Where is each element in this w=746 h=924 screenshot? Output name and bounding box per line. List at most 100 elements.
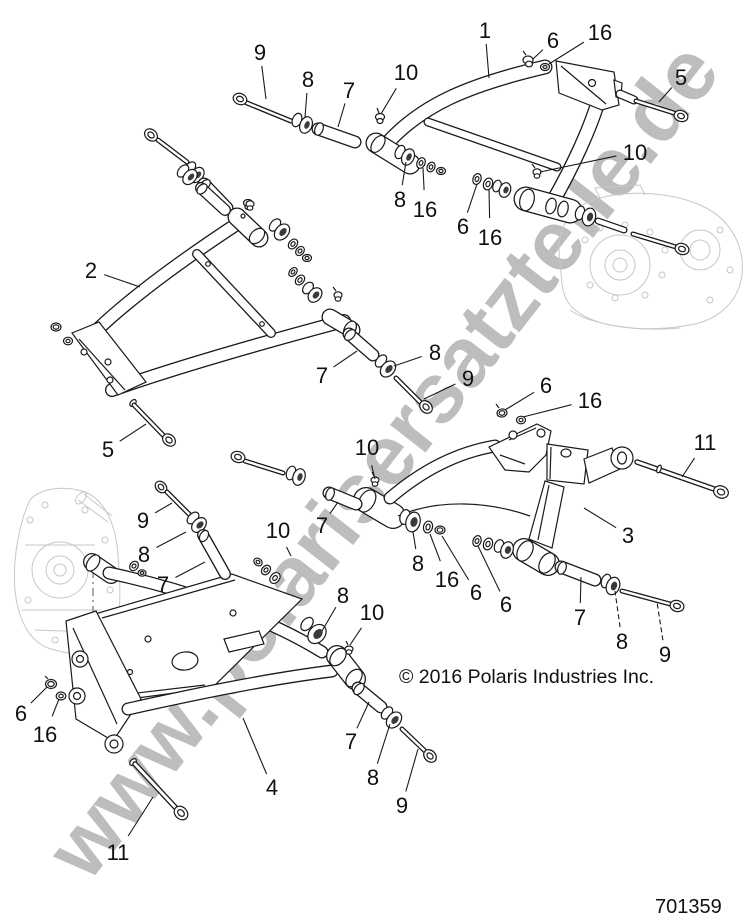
callout-leader xyxy=(321,606,337,632)
callout-9: 9 xyxy=(462,366,474,391)
callout-16: 16 xyxy=(413,197,437,222)
control-arm-3-rear-lower xyxy=(353,423,634,576)
callout-leader xyxy=(337,103,346,128)
part-number: 701359 xyxy=(655,896,722,918)
callout-6: 6 xyxy=(500,592,512,617)
callout-6: 6 xyxy=(547,28,559,53)
callout-leader xyxy=(539,155,617,173)
callout-leader xyxy=(488,188,491,219)
callout-leader xyxy=(242,717,268,775)
callout-2: 2 xyxy=(85,258,97,283)
callout-leader xyxy=(333,350,358,368)
callout-leader xyxy=(583,507,617,529)
callout-8: 8 xyxy=(412,551,424,576)
callout-16: 16 xyxy=(33,722,57,747)
callout-leader xyxy=(656,601,664,641)
callout-leader xyxy=(393,355,422,367)
control-arm-2-upper-front xyxy=(71,207,361,397)
control-arm-1-upper-rear xyxy=(365,59,623,224)
callout-9: 9 xyxy=(396,793,408,818)
callout-1: 1 xyxy=(479,18,491,43)
callout-6: 6 xyxy=(457,214,469,239)
callout-leader xyxy=(422,167,425,191)
callout-leader xyxy=(614,590,621,628)
callout-6: 6 xyxy=(540,373,552,398)
callout-leader xyxy=(127,796,154,837)
callout-7: 7 xyxy=(316,363,328,388)
callout-leader xyxy=(286,546,292,557)
callout-leader xyxy=(429,533,441,562)
callout-8: 8 xyxy=(138,542,150,567)
callout-leader xyxy=(156,531,187,548)
callout-leader xyxy=(579,576,582,604)
callout-10: 10 xyxy=(266,518,290,543)
callout-leader xyxy=(658,87,673,103)
callout-leader xyxy=(401,161,407,186)
callout-leader xyxy=(485,43,490,79)
callout-7: 7 xyxy=(157,572,169,597)
callout-leader xyxy=(548,41,585,65)
callout-8: 8 xyxy=(616,629,628,654)
callout-leader xyxy=(376,723,391,764)
callout-leader xyxy=(261,65,267,100)
callout-11: 11 xyxy=(694,430,717,455)
callout-10: 10 xyxy=(355,435,379,460)
callout-16: 16 xyxy=(588,20,612,45)
callout-6: 6 xyxy=(470,580,482,605)
callout-9: 9 xyxy=(659,642,671,667)
callout-9: 9 xyxy=(254,40,266,65)
callout-10: 10 xyxy=(360,600,384,625)
callout-leader xyxy=(466,183,478,213)
callout-7: 7 xyxy=(316,513,328,538)
callout-8: 8 xyxy=(337,583,349,608)
callout-6: 6 xyxy=(15,701,27,726)
callout-leader xyxy=(423,383,456,400)
callout-7: 7 xyxy=(345,729,357,754)
callout-16: 16 xyxy=(478,225,502,250)
copyright-text: © 2016 Polaris Industries Inc. xyxy=(399,666,654,688)
callout-8: 8 xyxy=(367,765,379,790)
callout-8: 8 xyxy=(302,67,314,92)
callout-7: 7 xyxy=(574,605,586,630)
callout-7: 7 xyxy=(343,78,355,103)
callout-leader xyxy=(30,686,48,704)
callout-leader xyxy=(154,502,173,514)
callout-leader xyxy=(51,698,60,717)
callout-leader xyxy=(329,501,339,514)
callout-leader xyxy=(441,535,470,581)
callout-leader xyxy=(175,561,206,578)
callout-leader xyxy=(304,92,308,118)
control-arm-4-front-lower xyxy=(65,553,366,754)
callout-16: 16 xyxy=(435,567,459,592)
callout-5: 5 xyxy=(102,437,114,462)
callout-leader xyxy=(412,531,417,550)
callout-leader xyxy=(380,88,397,115)
callout-10: 10 xyxy=(394,60,418,85)
part2-hardware xyxy=(50,164,433,447)
callout-leader xyxy=(477,545,501,592)
callout-leader xyxy=(504,391,535,411)
part4-hardware xyxy=(44,480,437,821)
callout-leader xyxy=(532,49,544,60)
callout-3: 3 xyxy=(622,523,634,548)
callout-leader xyxy=(349,627,362,646)
callout-8: 8 xyxy=(429,340,441,365)
callout-leader xyxy=(371,465,376,480)
callout-leader xyxy=(356,701,370,729)
callout-leader xyxy=(681,457,696,478)
part3-hardware xyxy=(230,403,729,613)
callout-4: 4 xyxy=(266,775,278,800)
callout-11: 11 xyxy=(107,840,130,865)
callout-leader xyxy=(104,274,141,288)
callout-leader xyxy=(405,748,419,792)
callout-leader xyxy=(119,423,147,442)
callout-8: 8 xyxy=(394,187,406,212)
callout-leader xyxy=(522,404,572,418)
callout-10: 10 xyxy=(623,140,647,165)
callout-5: 5 xyxy=(675,65,687,90)
callout-9: 9 xyxy=(137,508,149,533)
gearcase-faint-art xyxy=(558,184,743,330)
